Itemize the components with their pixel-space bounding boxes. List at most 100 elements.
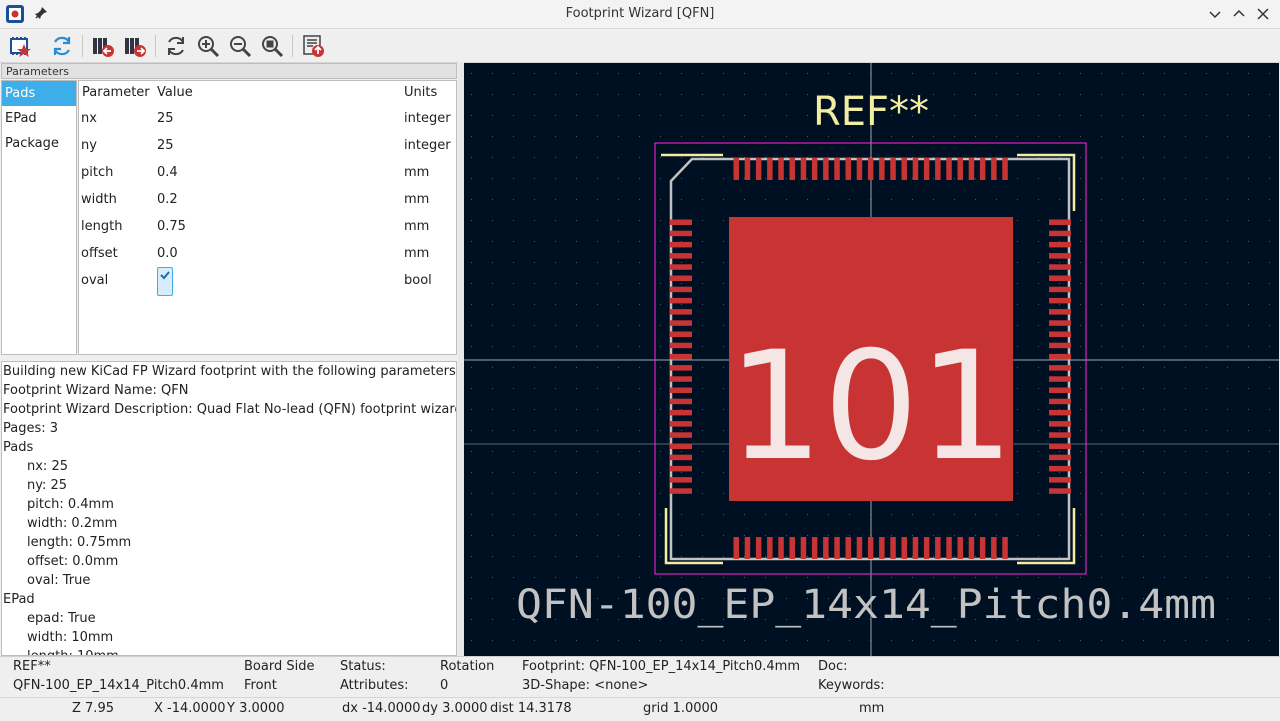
pad[interactable]: [834, 537, 840, 559]
pad[interactable]: [756, 537, 762, 559]
pad[interactable]: [670, 264, 692, 270]
pad[interactable]: [1049, 231, 1071, 237]
pad[interactable]: [767, 537, 773, 559]
pad[interactable]: [1049, 320, 1071, 326]
param-value-cell[interactable]: 0.75: [157, 213, 186, 240]
pad[interactable]: [670, 332, 692, 338]
pad[interactable]: [857, 158, 863, 180]
pad[interactable]: [823, 537, 829, 559]
param-value-cell[interactable]: 0.0: [157, 240, 178, 267]
pad[interactable]: [812, 158, 818, 180]
pad[interactable]: [670, 388, 692, 394]
pad[interactable]: [890, 537, 896, 559]
pad[interactable]: [846, 537, 852, 559]
pad[interactable]: [1049, 309, 1071, 315]
pad[interactable]: [670, 466, 692, 472]
column-header-units[interactable]: Units: [404, 81, 437, 105]
pad[interactable]: [902, 158, 908, 180]
param-value-cell[interactable]: 0.2: [157, 186, 178, 213]
pad[interactable]: [801, 158, 807, 180]
pad[interactable]: [778, 158, 784, 180]
pad[interactable]: [857, 537, 863, 559]
pad[interactable]: [958, 158, 964, 180]
pad[interactable]: [902, 537, 908, 559]
close-icon[interactable]: [1254, 5, 1272, 23]
pad[interactable]: [823, 158, 829, 180]
pad[interactable]: [801, 537, 807, 559]
pad[interactable]: [734, 537, 740, 559]
pad[interactable]: [969, 537, 975, 559]
pad[interactable]: [1049, 455, 1071, 461]
pad[interactable]: [879, 537, 885, 559]
pad[interactable]: [1049, 444, 1071, 450]
minimize-icon[interactable]: [1206, 5, 1224, 23]
footprint-value-text[interactable]: QFN-100_EP_14x14_Pitch0.4mm: [516, 582, 1216, 628]
pad[interactable]: [1049, 488, 1071, 494]
pad[interactable]: [670, 410, 692, 416]
pad[interactable]: [834, 158, 840, 180]
pad[interactable]: [1049, 376, 1071, 382]
zoom-fit-button[interactable]: [258, 32, 286, 60]
previous-page-button[interactable]: [89, 32, 117, 60]
zoom-in-button[interactable]: [194, 32, 222, 60]
pad[interactable]: [980, 158, 986, 180]
next-page-button[interactable]: [121, 32, 149, 60]
pad[interactable]: [1049, 253, 1071, 259]
pad[interactable]: [1049, 399, 1071, 405]
reference-designator[interactable]: REF**: [813, 89, 929, 135]
pad[interactable]: [670, 432, 692, 438]
maximize-icon[interactable]: [1230, 5, 1248, 23]
param-value-cell[interactable]: 25: [157, 132, 174, 159]
pad[interactable]: [670, 365, 692, 371]
pad[interactable]: [1049, 421, 1071, 427]
pad[interactable]: [1049, 466, 1071, 472]
pad[interactable]: [670, 455, 692, 461]
pad[interactable]: [670, 298, 692, 304]
page-item-package[interactable]: Package: [2, 131, 76, 156]
pad[interactable]: [846, 158, 852, 180]
pad[interactable]: [1049, 276, 1071, 282]
pad[interactable]: [879, 158, 885, 180]
table-row[interactable]: ny25integer: [79, 132, 456, 159]
pad[interactable]: [946, 158, 952, 180]
pad[interactable]: [745, 158, 751, 180]
pad[interactable]: [790, 158, 796, 180]
param-checkbox-cell[interactable]: [157, 267, 173, 294]
pad[interactable]: [670, 488, 692, 494]
param-value-cell[interactable]: 25: [157, 105, 174, 132]
pad[interactable]: [1049, 365, 1071, 371]
pad[interactable]: [670, 231, 692, 237]
pad[interactable]: [790, 537, 796, 559]
pad[interactable]: [1049, 332, 1071, 338]
pad[interactable]: [734, 158, 740, 180]
pad[interactable]: [924, 537, 930, 559]
table-row[interactable]: pitch0.4mm: [79, 159, 456, 186]
pad[interactable]: [935, 158, 941, 180]
pad[interactable]: [1049, 242, 1071, 248]
pad[interactable]: [1049, 432, 1071, 438]
table-row[interactable]: width0.2mm: [79, 186, 456, 213]
pad[interactable]: [670, 320, 692, 326]
pad[interactable]: [980, 537, 986, 559]
pad[interactable]: [670, 242, 692, 248]
pad[interactable]: [1049, 287, 1071, 293]
table-row[interactable]: ovalbool: [79, 267, 456, 294]
pad[interactable]: [670, 399, 692, 405]
pad[interactable]: [1049, 343, 1071, 349]
footprint-canvas[interactable]: 101 REF** QFN-100_EP_14x14_Pitch0.4mm: [464, 63, 1279, 656]
pad[interactable]: [670, 253, 692, 259]
table-row[interactable]: nx25integer: [79, 105, 456, 132]
pad[interactable]: [812, 537, 818, 559]
refresh-button[interactable]: [48, 32, 76, 60]
pad[interactable]: [924, 158, 930, 180]
page-item-epad[interactable]: EPad: [2, 106, 76, 131]
redraw-button[interactable]: [162, 32, 190, 60]
pad[interactable]: [756, 158, 762, 180]
pad[interactable]: [778, 537, 784, 559]
pad[interactable]: [913, 158, 919, 180]
select-footprint-button[interactable]: [6, 32, 34, 60]
pad[interactable]: [670, 444, 692, 450]
pad[interactable]: [1049, 220, 1071, 226]
pad[interactable]: [1049, 354, 1071, 360]
pad[interactable]: [913, 537, 919, 559]
